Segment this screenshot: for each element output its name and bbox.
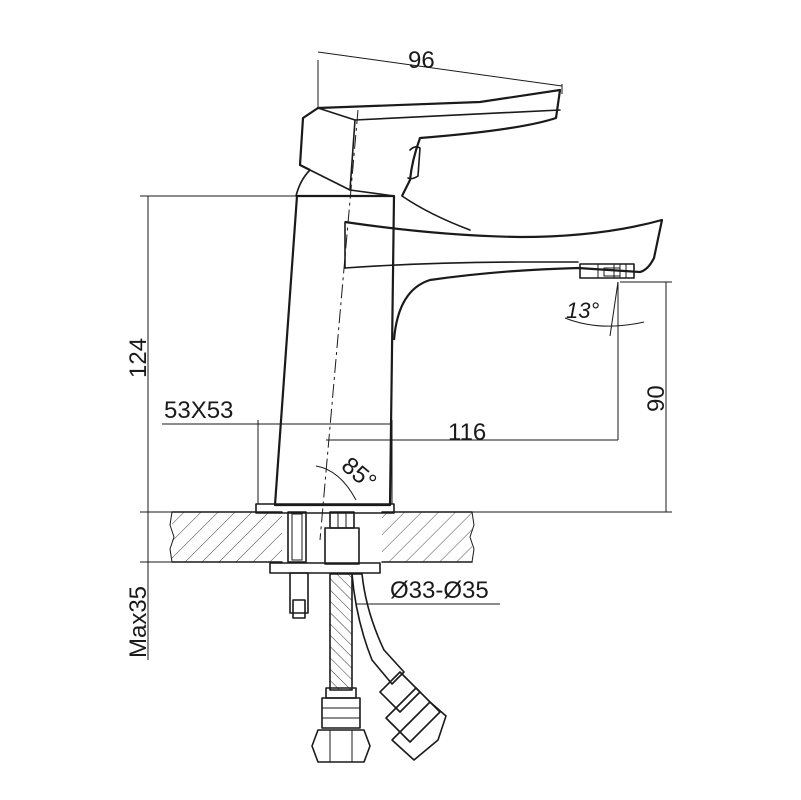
dim-label-53x53: 53X53	[164, 397, 233, 424]
dim-label-90: 90	[643, 385, 670, 412]
dim-label-96: 96	[408, 47, 435, 74]
dim-label-13-degree: 13°	[566, 298, 599, 323]
dim-label-max35: Max35	[125, 586, 152, 658]
countertop-section	[169, 511, 475, 563]
faucet-centerline	[319, 109, 359, 541]
dim-label-116: 116	[448, 419, 486, 446]
supply-hoses	[311, 573, 447, 763]
mounting-hardware	[269, 511, 381, 619]
dim-label-85-degree: 85°	[336, 452, 381, 496]
dimension-lines	[140, 51, 672, 660]
faucet-handle	[295, 88, 562, 231]
dim-label-124: 124	[125, 338, 152, 378]
faucet-body	[273, 194, 664, 507]
dim-label-hole-diameter: Ø33-Ø35	[390, 577, 489, 604]
